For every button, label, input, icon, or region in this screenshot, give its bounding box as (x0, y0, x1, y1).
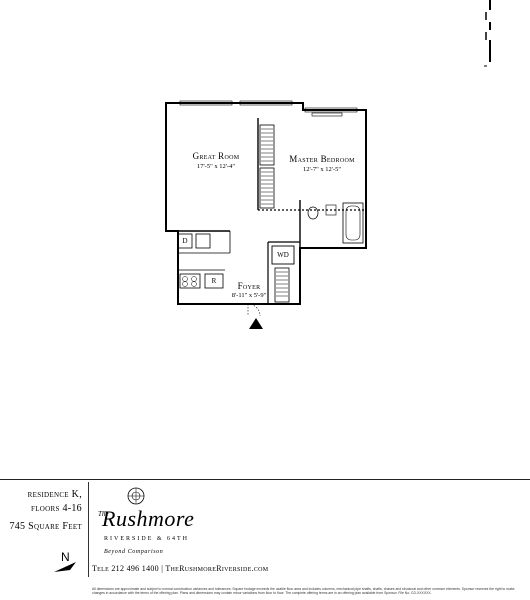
foyer-name: Foyer (237, 281, 261, 291)
great-room-name: Great Room (192, 151, 240, 161)
range-burners (182, 276, 197, 287)
foyer-label: Foyer (226, 281, 272, 291)
washer-dryer-label: WD (277, 251, 289, 259)
brand-the: The (98, 510, 109, 518)
floor-plan (165, 0, 491, 329)
brand-location: Riverside & 64th (104, 536, 189, 542)
interior-walls (166, 118, 366, 317)
refrigerator-label: R (211, 277, 217, 285)
master-bedroom-dims: 12'-7" x 12'-5" (303, 166, 341, 173)
footer-divider (88, 482, 89, 577)
master-bedroom-name: Master Bedroom (289, 154, 355, 164)
master-bedroom-label: Master Bedroom (280, 154, 364, 164)
great-room-dims: 17'-5" x 12'-4" (197, 163, 235, 170)
contact-line: Tele 212 496 1400 | TheRushmoreRiverside… (92, 564, 269, 573)
closet-shelving (261, 128, 288, 297)
brand-logo: The Rushmore (92, 484, 195, 554)
square-feet-label: 745 Square Feet (9, 521, 82, 532)
entry-arrow-icon (249, 318, 263, 329)
north-arrow-icon (54, 562, 76, 572)
crest-icon (127, 487, 145, 505)
great-room-label: Great Room (180, 151, 252, 161)
residence-label: residence K, (27, 489, 82, 500)
legal-disclaimer: All dimensions are approximate and subje… (92, 587, 515, 596)
north-label: N (61, 550, 70, 564)
floors-label: floors 4-16 (31, 503, 82, 514)
footer-top-rule (0, 479, 530, 480)
dishwasher-label: D (182, 237, 188, 245)
windows (179, 100, 358, 117)
foyer-dims: 8'-11" x 5'-9" (231, 292, 267, 299)
north-compass: N (52, 550, 80, 574)
brand-name: Rushmore (102, 506, 195, 531)
key-plan (484, 0, 491, 67)
brand-tagline: Beyond Comparison (104, 549, 164, 555)
